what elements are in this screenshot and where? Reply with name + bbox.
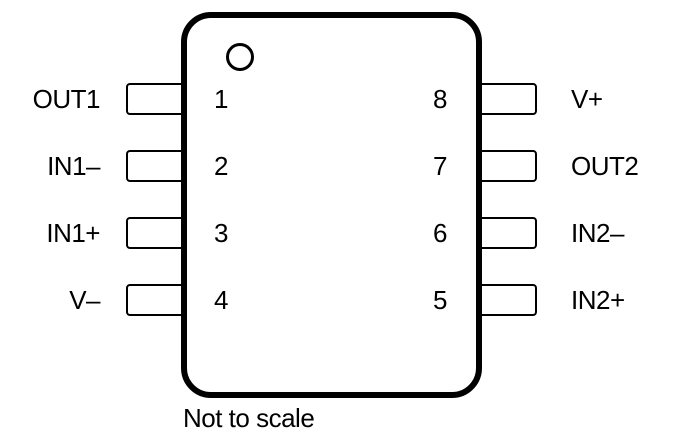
pin1-indicator-circle-icon — [226, 43, 254, 71]
pin-4-number: 4 — [214, 285, 228, 315]
pin-6-lead — [477, 217, 537, 249]
pin-2-label: IN1– — [47, 151, 100, 181]
pin-8-label: V+ — [571, 84, 603, 114]
pin-8-number: 8 — [433, 84, 447, 114]
pin-1-label: OUT1 — [32, 84, 101, 114]
pin-7-number: 7 — [433, 151, 447, 181]
pin-2-lead — [126, 150, 186, 182]
pin-4-lead — [126, 284, 186, 316]
pin-1-number: 1 — [214, 84, 228, 114]
ic-package-body — [181, 12, 482, 398]
pin-3-label: IN1+ — [46, 218, 100, 248]
pin-2-number: 2 — [214, 151, 228, 181]
pin-3-number: 3 — [214, 218, 228, 248]
pin-7-lead — [477, 150, 537, 182]
not-to-scale-caption: Not to scale — [183, 403, 315, 433]
pin-3-lead — [126, 217, 186, 249]
pin-5-number: 5 — [433, 285, 447, 315]
pin-4-label: V– — [69, 285, 100, 315]
pin-6-label: IN2– — [571, 218, 624, 248]
pin-7-label: OUT2 — [571, 151, 639, 181]
pin-1-lead — [126, 83, 186, 115]
pin-8-lead — [477, 83, 537, 115]
pin-6-number: 6 — [433, 218, 447, 248]
pin-5-label: IN2+ — [571, 285, 625, 315]
pin-5-lead — [477, 284, 537, 316]
